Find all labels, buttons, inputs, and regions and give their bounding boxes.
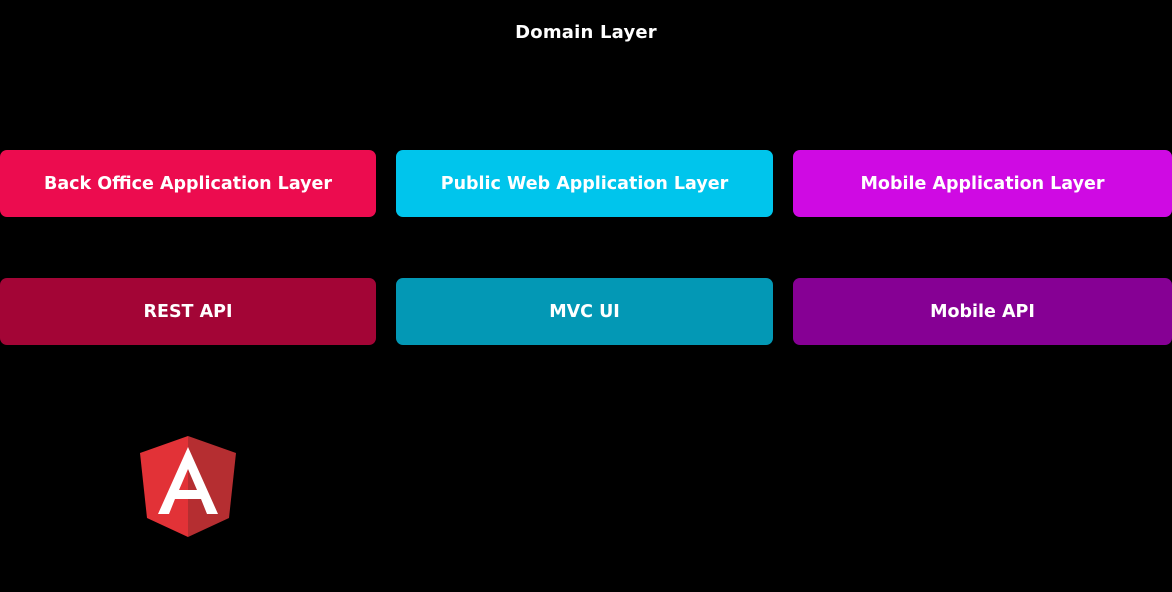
angular-shield-left [140, 436, 188, 537]
rest-api-label: REST API [143, 301, 233, 322]
mobile-api-box: Mobile API [793, 278, 1172, 345]
mobile-application-layer-label: Mobile Application Layer [860, 173, 1105, 194]
mobile-api-label: Mobile API [930, 301, 1035, 322]
mvc-ui-box: MVC UI [396, 278, 773, 345]
public-web-application-layer-box: Public Web Application Layer [396, 150, 773, 217]
public-web-application-layer-label: Public Web Application Layer [440, 173, 729, 194]
back-office-application-layer-label: Back Office Application Layer [43, 173, 333, 194]
angular-icon [140, 436, 236, 537]
domain-layer-title: Domain Layer [515, 22, 657, 43]
angular-shield-right [188, 436, 236, 537]
mvc-ui-label: MVC UI [549, 301, 620, 322]
mobile-application-layer-box: Mobile Application Layer [793, 150, 1172, 217]
angular-letter [158, 447, 218, 514]
back-office-application-layer-box: Back Office Application Layer [0, 150, 376, 217]
rest-api-box: REST API [0, 278, 376, 345]
